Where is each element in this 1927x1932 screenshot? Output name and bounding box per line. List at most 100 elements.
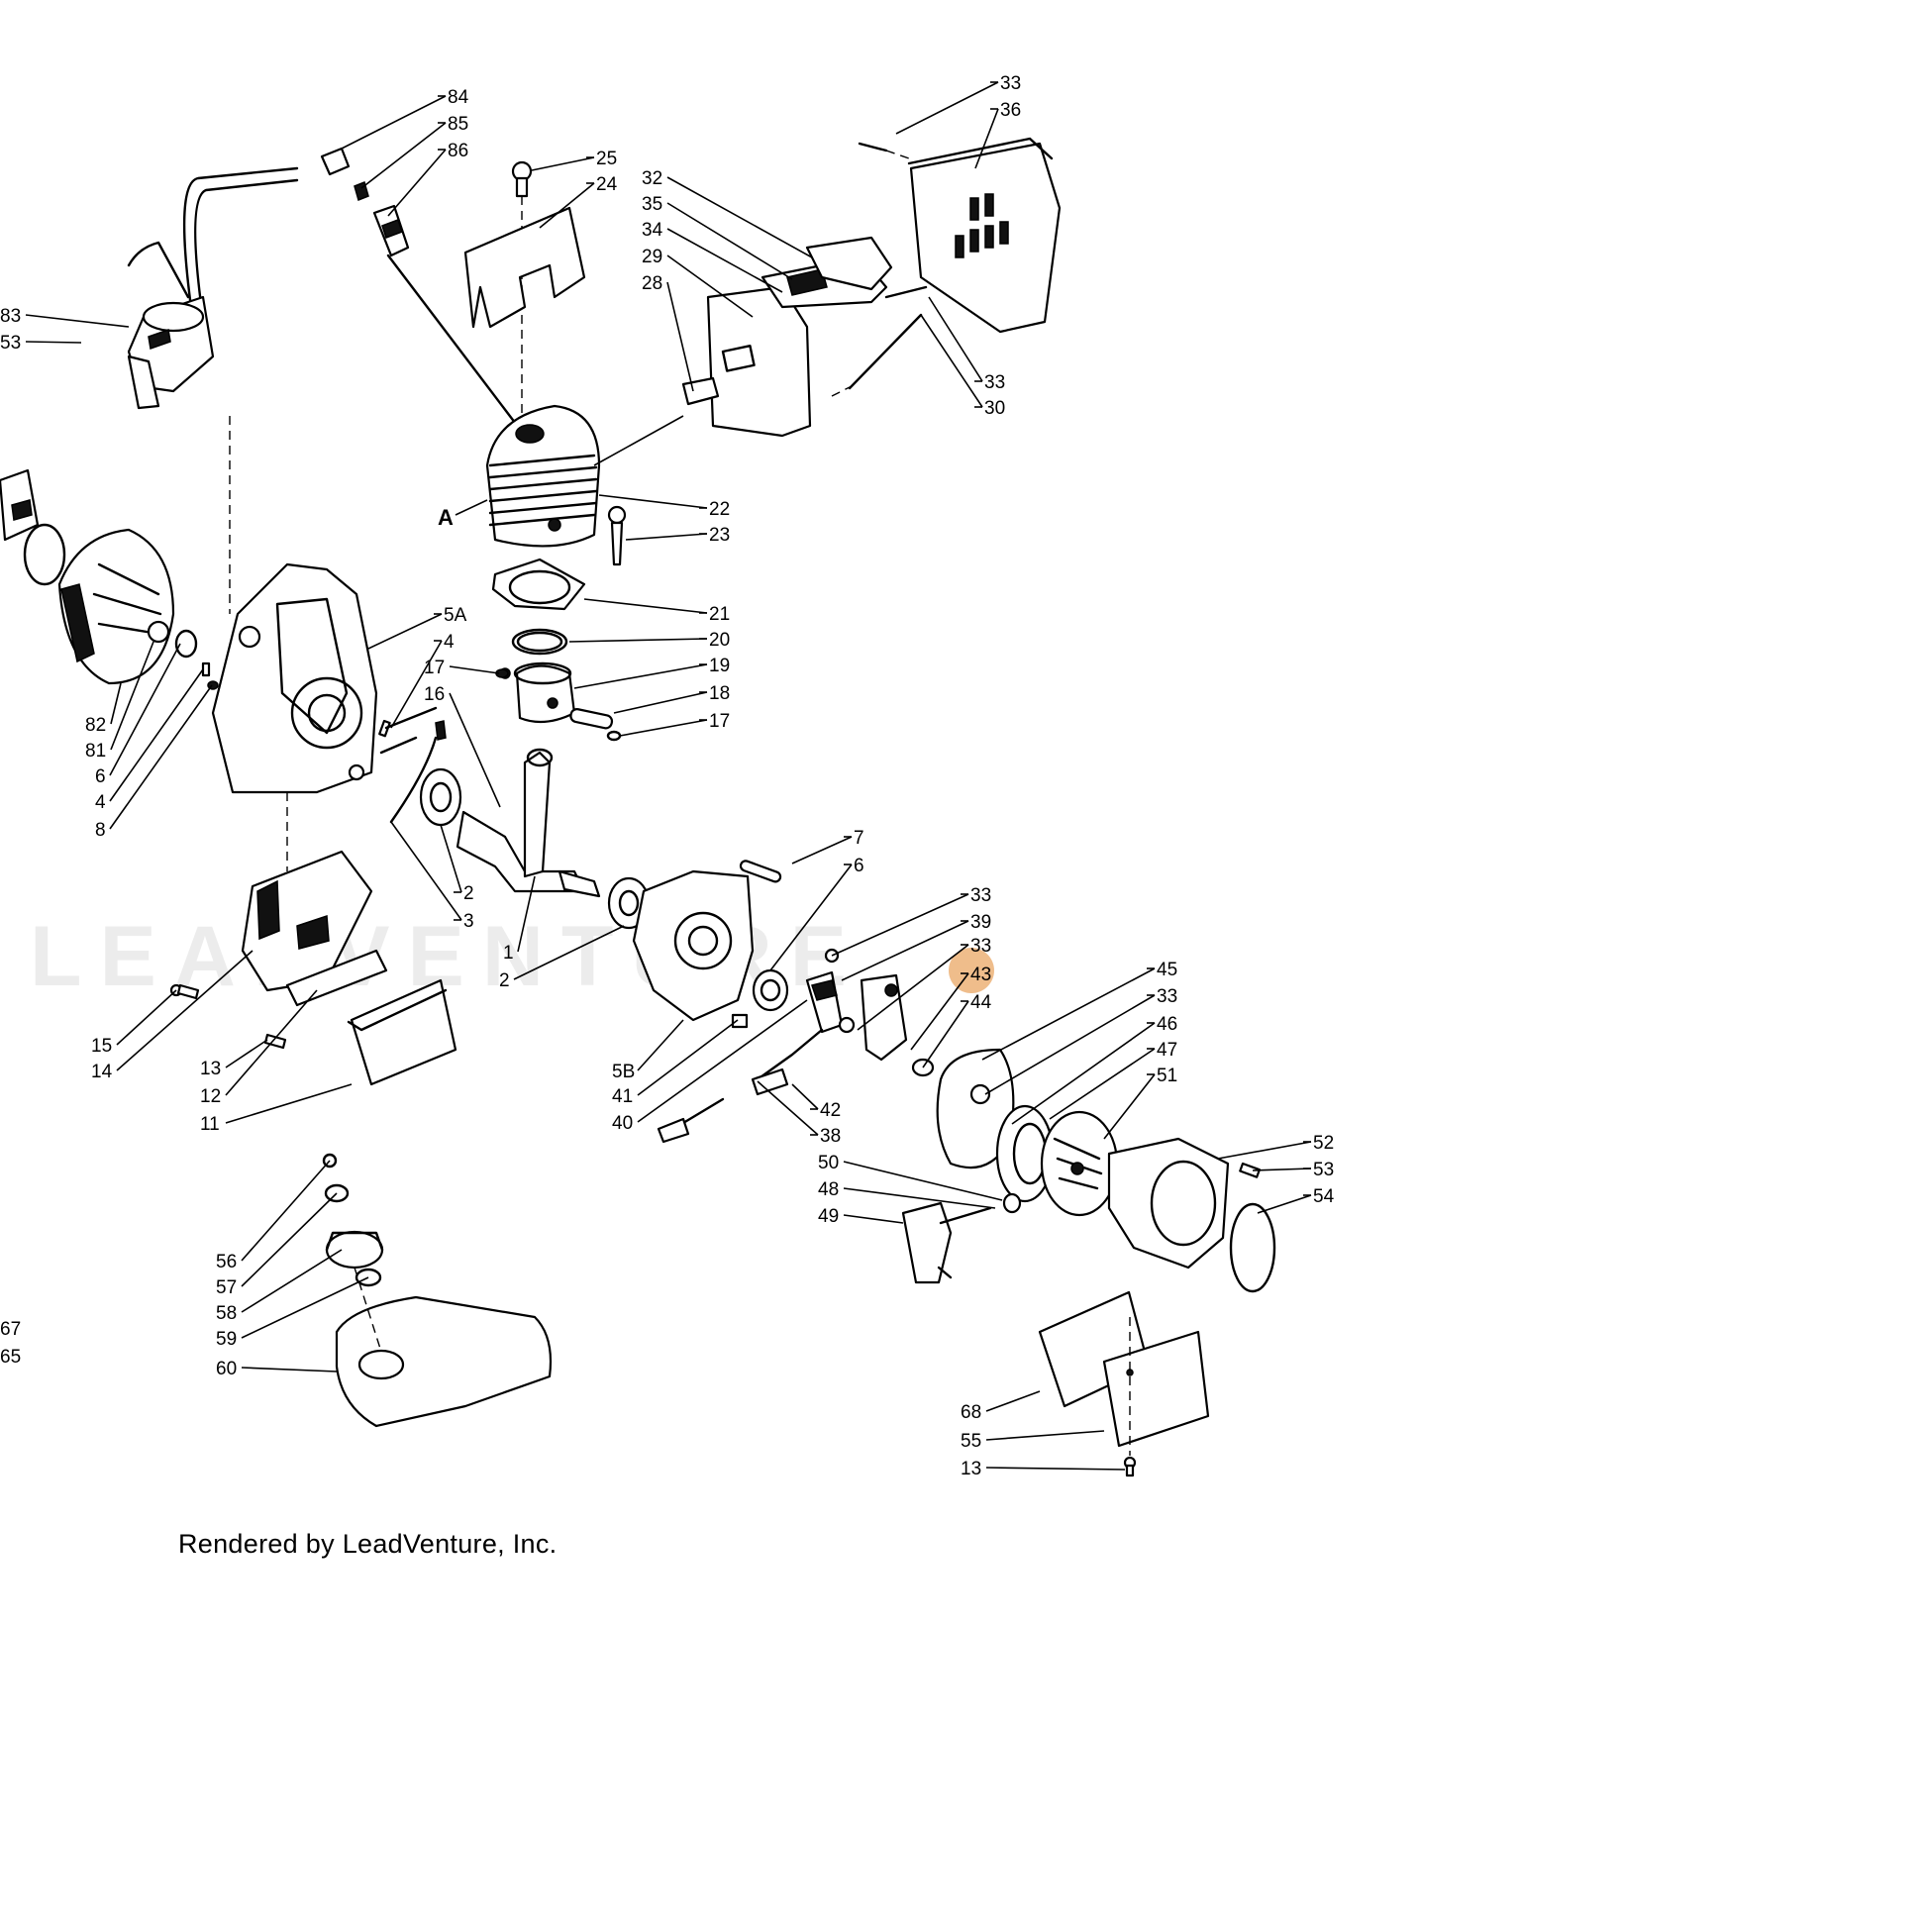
callout-label-46[interactable]: 46	[1157, 1014, 1177, 1035]
callout-label-83[interactable]: 83	[0, 306, 21, 327]
callout-leader-1	[517, 875, 536, 953]
callout-label-81[interactable]: 81	[85, 741, 106, 762]
callout-label-7[interactable]: 7	[854, 828, 864, 849]
callout-label-33d[interactable]: 33	[970, 936, 991, 957]
callout-leader-36	[974, 108, 999, 169]
callout-label-22[interactable]: 22	[709, 499, 730, 520]
callout-label-55[interactable]: 55	[961, 1431, 981, 1452]
callout-label-17a[interactable]: 17	[709, 711, 730, 732]
callout-leader-50	[843, 1161, 1003, 1201]
callout-leader-46	[1011, 1022, 1156, 1125]
callout-label-11[interactable]: 11	[200, 1114, 220, 1135]
callout-label-67[interactable]: 67	[0, 1319, 21, 1340]
callout-label-18[interactable]: 18	[709, 683, 730, 704]
callout-label-84[interactable]: 84	[448, 87, 469, 108]
callout-label-57[interactable]: 57	[216, 1277, 237, 1298]
callout-label-53a[interactable]: 53	[0, 333, 21, 354]
callout-label-23[interactable]: 23	[709, 525, 730, 546]
callout-label-41[interactable]: 41	[612, 1086, 633, 1107]
callout-label-59[interactable]: 59	[216, 1329, 237, 1350]
callout-leader-42	[791, 1083, 819, 1110]
callout-label-85[interactable]: 85	[448, 114, 468, 135]
callout-leader-25	[531, 156, 595, 171]
callout-label-5B[interactable]: 5B	[612, 1062, 635, 1082]
callout-label-43[interactable]: 43	[970, 965, 991, 985]
callout-label-25[interactable]: 25	[596, 149, 617, 169]
callout-label-33b[interactable]: 33	[984, 372, 1005, 393]
fuel-tank-drawing	[322, 1153, 553, 1428]
callout-label-40[interactable]: 40	[612, 1113, 633, 1134]
callout-label-3[interactable]: 3	[463, 911, 474, 932]
callout-leader-19	[573, 663, 708, 689]
callout-label-4b[interactable]: 4	[95, 792, 106, 813]
callout-label-5A[interactable]: 5A	[444, 605, 467, 626]
callout-label-13b[interactable]: 13	[961, 1459, 981, 1479]
callout-label-21[interactable]: 21	[709, 604, 730, 625]
callout-leader-33a	[895, 81, 999, 135]
callout-label-2a[interactable]: 2	[463, 883, 474, 904]
callout-label-82[interactable]: 82	[85, 715, 106, 736]
callout-label-35[interactable]: 35	[642, 194, 662, 215]
callout-leader-38	[757, 1080, 819, 1136]
callout-label-36[interactable]: 36	[1000, 100, 1021, 121]
callout-label-24[interactable]: 24	[596, 174, 618, 195]
callout-label-50[interactable]: 50	[818, 1153, 839, 1173]
callout-label-47[interactable]: 47	[1157, 1040, 1177, 1061]
callout-label-56[interactable]: 56	[216, 1252, 237, 1272]
callout-label-1[interactable]: 1	[503, 943, 514, 964]
callout-leader-33e	[984, 994, 1156, 1095]
callout-label-54[interactable]: 54	[1313, 1186, 1335, 1207]
callout-label-53b[interactable]: 53	[1313, 1160, 1334, 1180]
caption-text: Rendered by LeadVenture, Inc.	[178, 1529, 557, 1559]
callout-label-28[interactable]: 28	[642, 273, 662, 294]
callout-label-33e[interactable]: 33	[1157, 986, 1177, 1007]
callout-label-6b[interactable]: 6	[854, 856, 864, 876]
callout-leader-58	[241, 1249, 343, 1313]
callout-label-65[interactable]: 65	[0, 1347, 21, 1368]
callout-label-68[interactable]: 68	[961, 1402, 981, 1423]
callout-label-45[interactable]: 45	[1157, 960, 1177, 980]
callout-label-32[interactable]: 32	[642, 168, 662, 189]
callout-label-30[interactable]: 30	[984, 398, 1005, 419]
callout-label-60[interactable]: 60	[216, 1359, 237, 1379]
callout-label-86[interactable]: 86	[448, 141, 468, 161]
callout-leader-6a	[109, 643, 181, 776]
callout-leader-20	[568, 638, 708, 643]
callout-label-4a[interactable]: 4	[444, 632, 455, 653]
callout-label-52[interactable]: 52	[1313, 1133, 1334, 1154]
callout-label-8[interactable]: 8	[95, 820, 106, 841]
callout-label-44[interactable]: 44	[970, 992, 992, 1013]
callout-label-14[interactable]: 14	[91, 1062, 113, 1082]
callout-label-19[interactable]: 19	[709, 656, 730, 676]
cylinder-shield-drawing	[463, 160, 586, 416]
callout-leader-59	[241, 1276, 369, 1339]
callout-label-49[interactable]: 49	[818, 1206, 839, 1227]
callout-leader-6b	[769, 864, 853, 971]
callout-label-20[interactable]: 20	[709, 630, 730, 651]
callout-label-12[interactable]: 12	[200, 1086, 221, 1107]
flywheel-drawing	[0, 468, 219, 690]
callout-label-33a[interactable]: 33	[1000, 73, 1021, 94]
callout-label-38[interactable]: 38	[820, 1126, 841, 1147]
callout-leader-43	[910, 972, 969, 1051]
callout-label-2b[interactable]: 2	[499, 970, 510, 991]
callout-leader-13a	[225, 1039, 268, 1068]
callout-label-16[interactable]: 16	[424, 684, 445, 705]
callout-label-42[interactable]: 42	[820, 1100, 841, 1121]
highlight-marker[interactable]	[949, 948, 994, 993]
callout-label-29[interactable]: 29	[642, 247, 662, 267]
crankcase-5a-drawing	[211, 562, 509, 871]
callout-label-34[interactable]: 34	[642, 220, 663, 241]
callout-leader-8	[109, 684, 213, 830]
callout-label-13a[interactable]: 13	[200, 1059, 221, 1079]
callout-label-6a[interactable]: 6	[95, 766, 106, 787]
callout-label-58[interactable]: 58	[216, 1303, 237, 1324]
callout-leader-30	[920, 314, 983, 408]
callout-label-39[interactable]: 39	[970, 912, 991, 933]
callout-label-48[interactable]: 48	[818, 1179, 839, 1200]
callout-label-17b[interactable]: 17	[424, 658, 445, 678]
callout-label-33c[interactable]: 33	[970, 885, 991, 906]
callout-label-51[interactable]: 51	[1157, 1066, 1177, 1086]
callout-label-15[interactable]: 15	[91, 1036, 112, 1057]
